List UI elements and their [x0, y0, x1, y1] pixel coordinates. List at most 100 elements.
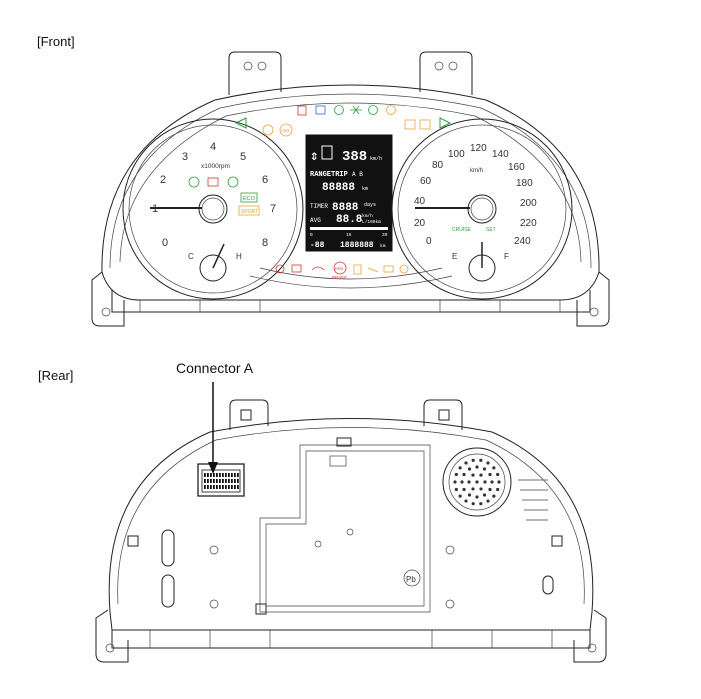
speaker-hole: [462, 472, 466, 477]
connector-pin: [219, 473, 221, 477]
connector-pin: [234, 485, 236, 489]
epb-icon: [333, 261, 347, 275]
speed-tick-0: 0: [426, 236, 432, 247]
connector-pin: [207, 473, 209, 477]
speaker-hole: [492, 494, 496, 498]
speaker-hole: [467, 493, 472, 497]
connector-pin: [225, 473, 227, 477]
connector-pin: [204, 479, 206, 483]
speaker-hole: [475, 465, 479, 469]
tacho-tick-4: 4: [210, 141, 216, 153]
connector-pin: [216, 485, 218, 489]
tacho-tick-6: 6: [262, 174, 268, 186]
speaker-hole: [462, 487, 466, 492]
lcd-avg-unit2: L/100km: [362, 219, 381, 225]
tacho-ticks: 0 1 2 3 4 5 6 7 8: [152, 141, 276, 249]
speaker-hole: [467, 480, 471, 484]
connector-arrow-head: [208, 462, 218, 474]
speaker-hole: [467, 467, 472, 471]
connector-pin: [216, 479, 218, 483]
rear-speaker: [442, 447, 512, 517]
tacho-tick-2: 2: [160, 174, 166, 186]
connector-a: [197, 382, 245, 497]
speaker-hole: [464, 461, 468, 465]
warning-lights-bottom: EPB BRAKE: [275, 261, 409, 280]
tachometer: 0 1 2 3 4 5 6 7 8 x1000rpm C H ECO SPORT: [122, 118, 304, 300]
speed-tick-120: 120: [470, 143, 487, 154]
lcd-trip-ab: A B: [352, 171, 363, 178]
connector-pin: [222, 485, 224, 489]
connector-pin: [204, 485, 206, 489]
connector-pin: [210, 485, 212, 489]
cruise-label: CRUISE: [452, 227, 472, 233]
connector-pin: [207, 485, 209, 489]
tacho-tick-5: 5: [240, 151, 246, 163]
speed-tick-180: 180: [516, 178, 533, 189]
speaker-hole: [453, 480, 457, 484]
speaker-hole: [479, 473, 483, 477]
speed-unit: km/h: [470, 168, 483, 174]
front-fog-icon: [368, 105, 378, 115]
epb-label: EPB: [335, 266, 343, 271]
speaker-hole: [486, 499, 490, 503]
engine-check-icon: [383, 265, 394, 273]
connector-pin: [225, 485, 227, 489]
speaker-hole: [496, 487, 500, 492]
speaker-hole: [486, 461, 490, 465]
battery-icon: [291, 264, 302, 273]
connector-pin: [204, 473, 206, 477]
speaker-hole: [479, 502, 483, 506]
lcd-bar-30: 30: [382, 232, 388, 238]
speaker-hole: [471, 502, 475, 506]
connector-pin: [237, 485, 239, 489]
lcd-timer-label: TIMER: [310, 203, 328, 210]
connector-pin: [213, 479, 215, 483]
speed-tick-160: 160: [508, 162, 525, 173]
lcd-avg-value: 88.8: [336, 214, 363, 226]
oil-pressure-icon: [311, 266, 325, 271]
seatbelt-icon: [297, 105, 307, 116]
fuel-empty-label: E: [452, 252, 457, 261]
lcd-speed-unit: km/h: [370, 156, 382, 162]
turn-right-icon: [439, 117, 452, 129]
esc-off-icon: [419, 119, 431, 130]
connector-pin: [231, 479, 233, 483]
low-beam-icon: [334, 105, 344, 115]
door-open-icon: [353, 264, 362, 275]
charging-icon: [275, 264, 285, 274]
lcd-odometer: 1888888: [340, 241, 374, 250]
lcd-odo-big: 88888: [322, 182, 355, 194]
speed-tick-200: 200: [520, 198, 537, 209]
connector-a-label: Connector A: [176, 360, 254, 376]
stop-out-icon: [207, 177, 219, 187]
speaker-hole: [458, 494, 462, 498]
abs-label: ABS: [281, 128, 290, 133]
speed-tick-60: 60: [420, 176, 432, 187]
rear-cluster-housing: Pb: [95, 399, 607, 663]
speaker-hole: [488, 472, 492, 477]
lcd-avg-label: AVG: [310, 217, 321, 224]
rear-fog-icon: [386, 105, 396, 115]
connector-pin: [231, 485, 233, 489]
speed-tick-40: 40: [414, 196, 426, 207]
low-fuel-icon: [399, 264, 409, 274]
speaker-hole: [482, 467, 487, 471]
speaker-hole: [496, 472, 500, 477]
tacho-tick-1: 1: [152, 203, 158, 215]
front-view-label: [Front]: [37, 34, 75, 49]
gear-position-icon: [321, 145, 333, 160]
speaker-hole: [458, 466, 462, 470]
speed-tick-240: 240: [514, 236, 531, 247]
lcd-odo-unit: km: [362, 186, 368, 192]
speaker-hole: [475, 480, 479, 484]
connector-pin: [222, 473, 224, 477]
rear-view-label: [Rear]: [38, 368, 74, 383]
connector-pin: [228, 485, 230, 489]
lcd-display: ⇕ 388 km/h RANGETRIP A B 88888 km TIMER …: [305, 134, 393, 252]
position-lamp-icon: [350, 105, 362, 115]
connector-pin: [234, 479, 236, 483]
abs-icon: [279, 123, 293, 137]
steering-icon: [367, 267, 379, 273]
